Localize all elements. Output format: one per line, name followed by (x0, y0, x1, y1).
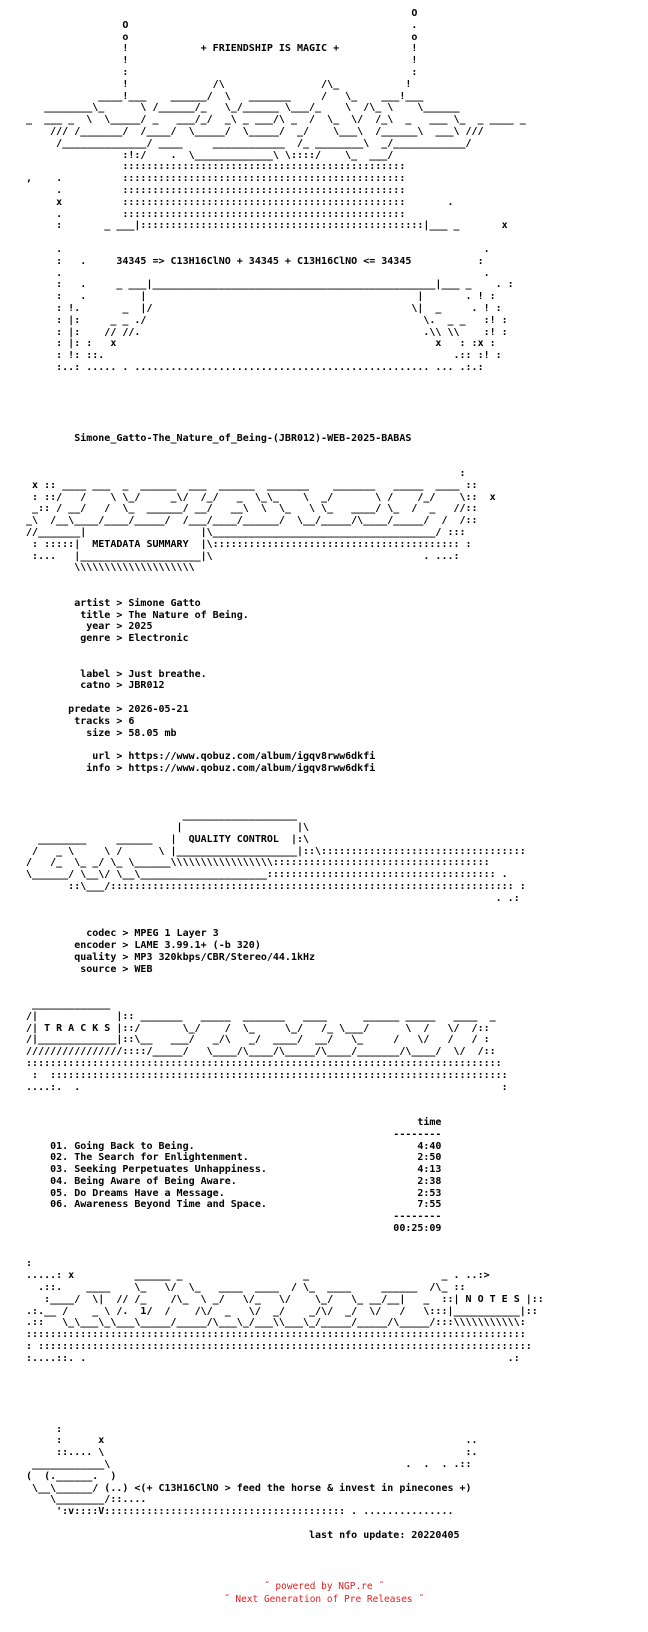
footer-powered-by: ˝ powered by NGP.re ˝ (263, 1581, 385, 1592)
footer: ˝ powered by NGP.re ˝ ˝ Next Generation … (0, 1580, 648, 1606)
nfo-text: O O . o o ! + FRIENDSHIP IS MAGIC + (26, 8, 544, 1541)
footer-tagline: ˝ Next Generation of Pre Releases ˝ (223, 1594, 425, 1605)
